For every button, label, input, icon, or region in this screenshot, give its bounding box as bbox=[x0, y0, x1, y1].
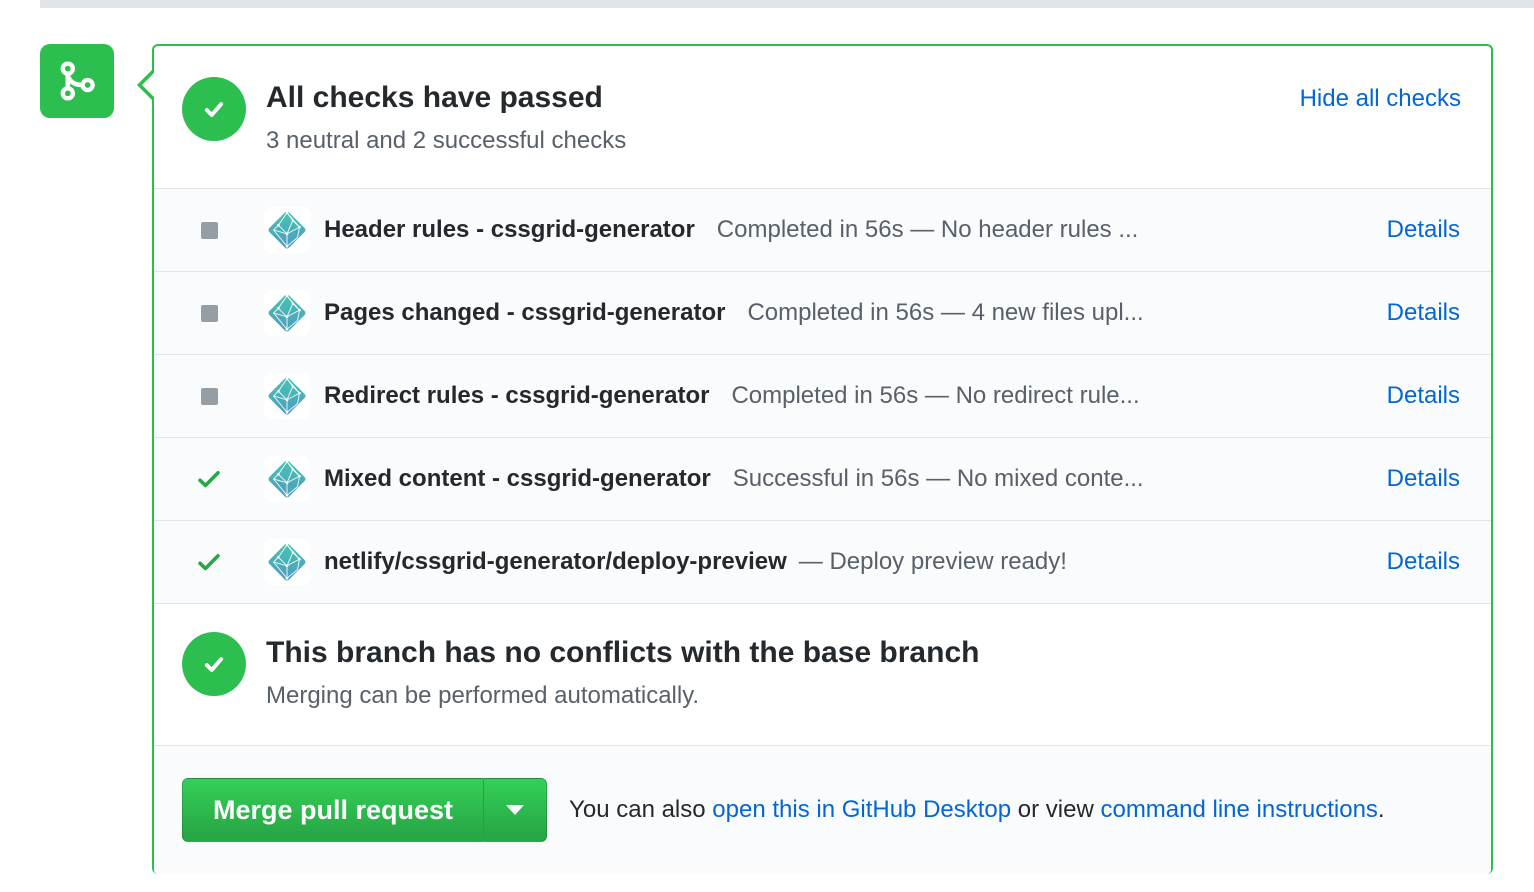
merge-status-title: This branch has no conflicts with the ba… bbox=[266, 636, 980, 669]
chevron-down-icon bbox=[506, 805, 525, 815]
check-status-text: Completed in 56s — 4 new files upl... bbox=[747, 299, 1144, 326]
checks-summary-subtitle: 3 neutral and 2 successful checks bbox=[266, 126, 627, 154]
check-row: netlify/cssgrid-generator/deploy-preview… bbox=[154, 520, 1491, 603]
checks-summary-header: All checks have passed 3 neutral and 2 s… bbox=[154, 46, 1491, 188]
check-name: Mixed content - cssgrid-generator bbox=[324, 465, 711, 492]
neutral-status-icon bbox=[154, 387, 264, 405]
check-details-link[interactable]: Details bbox=[1386, 465, 1460, 492]
check-details-link[interactable]: Details bbox=[1386, 548, 1460, 575]
all-checks-passed-icon bbox=[182, 77, 246, 141]
netlify-icon bbox=[264, 456, 310, 502]
check-row: Header rules - cssgrid-generator Complet… bbox=[154, 188, 1491, 271]
merge-status-section: This branch has no conflicts with the ba… bbox=[154, 603, 1491, 745]
merge-options-dropdown[interactable] bbox=[483, 778, 548, 842]
no-conflicts-check-icon bbox=[182, 632, 246, 696]
caption-suffix: . bbox=[1377, 796, 1385, 823]
github-desktop-link[interactable]: open this in GitHub Desktop bbox=[712, 796, 1012, 823]
checks-list: Header rules - cssgrid-generator Complet… bbox=[154, 188, 1491, 603]
timeline-merge-badge bbox=[40, 44, 114, 118]
check-row: Pages changed - cssgrid-generator Comple… bbox=[154, 271, 1491, 354]
check-name: netlify/cssgrid-generator/deploy-preview bbox=[324, 548, 787, 575]
merge-actions-footer: Merge pull request You can also open thi… bbox=[154, 745, 1491, 874]
check-details-link[interactable]: Details bbox=[1386, 382, 1460, 409]
check-name: Pages changed - cssgrid-generator bbox=[324, 299, 726, 326]
merge-alternatives-caption: You can also open this in GitHub Desktop… bbox=[569, 796, 1385, 824]
netlify-icon bbox=[264, 207, 310, 253]
check-status-text: Successful in 56s — No mixed conte... bbox=[732, 465, 1144, 492]
check-name: Header rules - cssgrid-generator bbox=[324, 216, 695, 243]
hide-all-checks-link[interactable]: Hide all checks bbox=[1299, 85, 1461, 112]
netlify-icon bbox=[264, 290, 310, 336]
check-details-link[interactable]: Details bbox=[1386, 299, 1460, 326]
caption-prefix: You can also bbox=[569, 796, 713, 823]
command-line-instructions-link[interactable]: command line instructions bbox=[1100, 796, 1378, 823]
merge-status-subtitle: Merging can be performed automatically. bbox=[266, 681, 700, 709]
check-status-text: — Deploy preview ready! bbox=[798, 548, 1067, 575]
box-notch-fill bbox=[142, 73, 154, 97]
check-status-text: Completed in 56s — No header rules ... bbox=[716, 216, 1139, 243]
check-row: Mixed content - cssgrid-generator Succes… bbox=[154, 437, 1491, 520]
timeline-divider bbox=[40, 0, 1534, 8]
check-details-link[interactable]: Details bbox=[1386, 216, 1460, 243]
netlify-icon bbox=[264, 539, 310, 585]
merge-box: All checks have passed 3 neutral and 2 s… bbox=[137, 44, 1493, 874]
check-name: Redirect rules - cssgrid-generator bbox=[324, 382, 710, 409]
success-check-icon bbox=[154, 466, 264, 492]
git-merge-icon bbox=[54, 58, 100, 104]
check-status-text: Completed in 56s — No redirect rule... bbox=[731, 382, 1140, 409]
check-icon bbox=[204, 657, 224, 672]
netlify-icon bbox=[264, 373, 310, 419]
neutral-status-icon bbox=[154, 221, 264, 239]
success-check-icon bbox=[154, 549, 264, 575]
caption-middle: or view bbox=[1011, 796, 1101, 823]
checks-summary-title: All checks have passed bbox=[266, 81, 603, 114]
check-icon bbox=[204, 102, 224, 117]
check-row: Redirect rules - cssgrid-generator Compl… bbox=[154, 354, 1491, 437]
neutral-status-icon bbox=[154, 304, 264, 322]
merge-pull-request-button[interactable]: Merge pull request bbox=[182, 778, 484, 842]
